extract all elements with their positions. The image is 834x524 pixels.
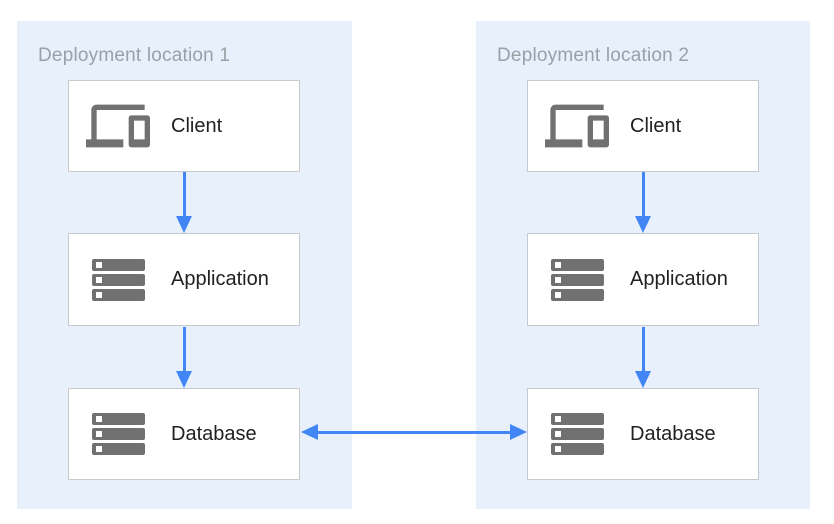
node-client-2: Client (527, 80, 759, 172)
deployment-panel-1: Deployment location 1 Client Application (17, 21, 352, 509)
node-label: Client (171, 114, 223, 137)
arrow-head-left-icon (301, 424, 318, 440)
arrow-stem (183, 327, 186, 372)
server-bar (550, 413, 604, 425)
node-application-1: Application (68, 233, 300, 326)
panel-title: Deployment location 1 (38, 45, 231, 66)
server-bar (91, 443, 145, 455)
arrow-stem (642, 327, 645, 372)
node-client-1: Client (68, 80, 300, 172)
server-bar (91, 258, 145, 271)
server-bar (91, 288, 145, 301)
node-label: Database (171, 422, 257, 445)
node-database-2: Database (527, 388, 759, 480)
arrow-head-right-icon (510, 424, 527, 440)
arrow-stem (183, 172, 186, 217)
server-bar (550, 443, 604, 455)
server-bar (550, 258, 604, 271)
arrow-stem (316, 431, 511, 434)
server-stack-icon (86, 258, 150, 301)
arrow-stem (642, 172, 645, 217)
arrow-head-down-icon (635, 216, 651, 233)
arrow-head-down-icon (176, 371, 192, 388)
panel-title: Deployment location 2 (497, 45, 690, 66)
server-bar (550, 273, 604, 286)
arrow-head-down-icon (635, 371, 651, 388)
devices-icon (545, 94, 609, 158)
server-bar (91, 273, 145, 286)
node-label: Database (630, 422, 716, 445)
arrow-head-down-icon (176, 216, 192, 233)
server-bar (550, 288, 604, 301)
node-database-1: Database (68, 388, 300, 480)
server-bar (91, 413, 145, 425)
devices-icon (86, 94, 150, 158)
server-stack-icon (86, 413, 150, 455)
server-stack-icon (545, 258, 609, 301)
deployment-panel-2: Deployment location 2 Client Application (476, 21, 810, 509)
node-label: Application (630, 268, 728, 290)
server-bar (550, 428, 604, 440)
server-stack-icon (545, 413, 609, 455)
node-label: Client (630, 114, 682, 137)
node-application-2: Application (527, 233, 759, 326)
server-bar (91, 428, 145, 440)
node-label: Application (171, 268, 269, 290)
